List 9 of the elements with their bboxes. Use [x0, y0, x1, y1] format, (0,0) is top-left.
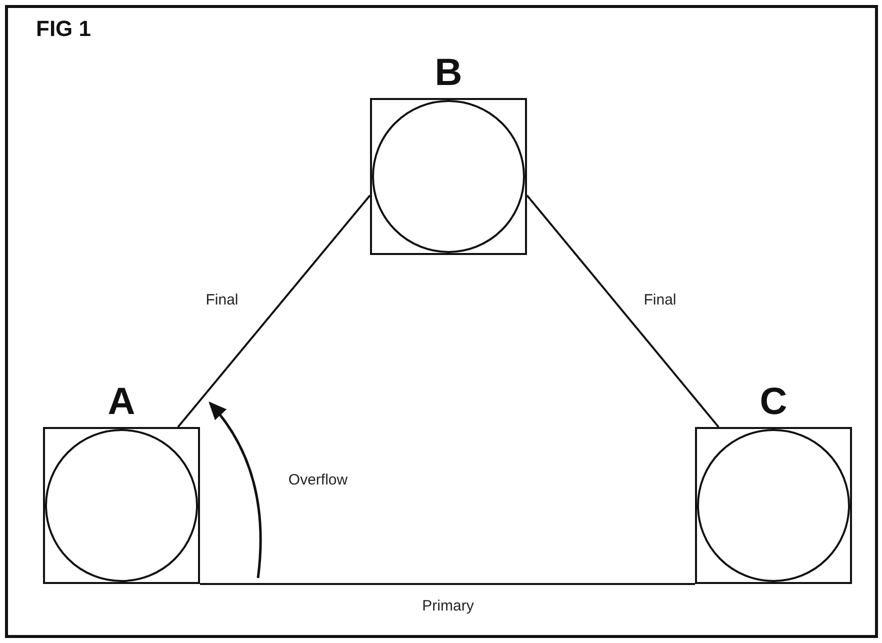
edge-label: Primary [420, 598, 476, 614]
figure-title: FIG 1 [36, 16, 92, 42]
connector-line [200, 583, 695, 585]
connector-line [526, 194, 720, 428]
connector-line [177, 194, 371, 428]
flow-note: Overflow [288, 472, 348, 488]
node-letter: B [434, 51, 464, 96]
node-letter: C [758, 380, 788, 425]
node-letter: A [106, 380, 136, 425]
